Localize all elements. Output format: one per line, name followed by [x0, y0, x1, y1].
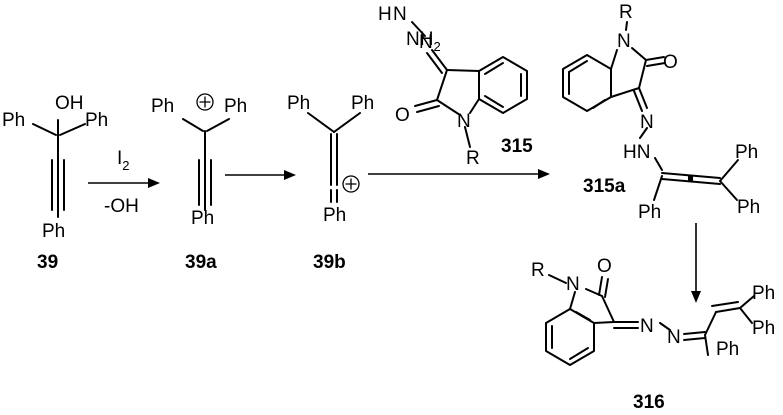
compound-label-39: 39 [37, 252, 58, 273]
phenyl-label: Ph [737, 197, 760, 218]
phenyl-label: Ph [323, 205, 346, 226]
compound-label-39b: 39b [313, 252, 346, 273]
amide-nitrogen-label: N [566, 274, 580, 295]
compound-label-316: 316 [633, 392, 665, 413]
reaction-arrow-1: I2 -OH [88, 148, 160, 217]
phenyl-label: Ph [151, 96, 174, 117]
compound-label-39a: 39a [185, 252, 217, 273]
imine-nitrogen-label: N [419, 32, 433, 53]
phenyl-label: Ph [42, 221, 65, 242]
reagent-iodine: I2 [117, 148, 130, 173]
phenyl-label: Ph [351, 93, 374, 114]
compound-315a-structure: N R O N HN Ph Ph Ph 315a [562, 2, 760, 223]
amino-label: NH2 [406, 29, 441, 54]
reaction-arrow-3 [368, 169, 550, 179]
phenyl-label: Ph [716, 339, 739, 360]
azo-nitrogen-label: N [640, 112, 654, 133]
phenyl-label: Ph [752, 318, 775, 339]
phenyl-label: Ph [287, 93, 310, 114]
compound-315-structure: N H N NH2 O N R 315 [378, 4, 533, 169]
loss-hydroxide: -OH [104, 196, 139, 217]
phenyl-label: Ph [85, 110, 108, 131]
carbonyl-oxygen-label: O [395, 105, 410, 126]
r-group-label: R [619, 2, 633, 23]
compound-label-315: 315 [501, 136, 533, 157]
compound-39-structure: Ph OH Ph Ph 39 [2, 93, 108, 273]
phenyl-label: Ph [2, 110, 25, 131]
compound-316-structure: N R O N N Ph Ph Ph 316 [531, 256, 775, 413]
hydrazine-n-label: N [393, 4, 407, 25]
amide-nitrogen-label: N [457, 111, 471, 132]
phenyl-label: Ph [638, 202, 661, 223]
azo-nitrogen-label: N [640, 316, 654, 337]
phenyl-label: Ph [735, 142, 758, 163]
amide-nitrogen-label: N [617, 31, 631, 52]
reaction-arrow-2 [225, 170, 296, 180]
hydrazone-nh-label: HN [623, 142, 650, 163]
phenyl-label: Ph [224, 96, 247, 117]
compound-39a-structure: Ph Ph Ph 39a [151, 93, 247, 273]
carbonyl-oxygen-label: O [663, 52, 678, 73]
hydrazine-h-label: H [378, 4, 392, 25]
carbonyl-oxygen-label: O [597, 256, 612, 277]
compound-39b-structure: Ph Ph Ph 39b [287, 93, 374, 273]
r-group-label: R [466, 148, 480, 169]
phenyl-label: Ph [191, 208, 214, 229]
r-group-label: R [531, 260, 545, 281]
azine-nitrogen-label: N [667, 327, 681, 348]
phenyl-label: Ph [752, 283, 775, 304]
hydroxyl-label: OH [55, 93, 84, 114]
compound-label-315a: 315a [583, 176, 626, 197]
reaction-arrow-4 [691, 223, 701, 303]
